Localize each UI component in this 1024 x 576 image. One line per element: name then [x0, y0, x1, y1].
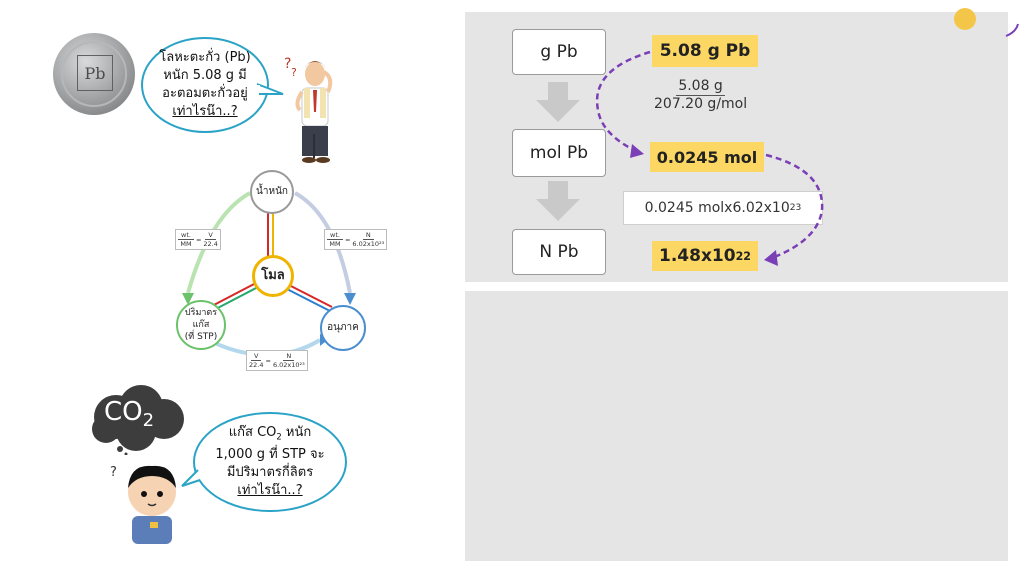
bf-b-den: 6.02x10²³ [272, 361, 305, 369]
lf-b-den: 22.4 [203, 240, 218, 248]
highlight-mass: 5.08 g Pb [652, 35, 758, 67]
rf-a-den: MM [329, 240, 341, 248]
svg-text:?: ? [110, 465, 117, 480]
rf-b-den: 6.02x10²³ [352, 240, 385, 248]
logo-fragment [954, 8, 976, 30]
lead-coin: Pb [53, 33, 135, 115]
co2-question-bubble: แก๊ส CO2 หนัก 1,000 g ที่ STP จะ มีปริมา… [193, 412, 347, 512]
mole-particle-node: อนุภาค [320, 305, 366, 351]
down-arrow-1 [536, 82, 580, 122]
co2-cloud-icon [92, 385, 184, 455]
mole-weight-label: น้ำหนัก [256, 186, 288, 197]
boy-illustration: ? [110, 465, 176, 544]
bf-a-den: 22.4 [249, 361, 264, 369]
pb-question-line4: เท่าไรน๊า..? [172, 104, 238, 119]
pb-question-line2: หนัก 5.08 g มี [163, 68, 247, 83]
lf-b-num: V [205, 231, 216, 240]
mole-gas-label-2: (ที่ STP) [184, 332, 218, 342]
co2-cloud-text: CO2 [104, 397, 154, 431]
svg-text:?: ? [284, 56, 291, 72]
pb-question-line3: อะตอมตะกั่วอยู่ [162, 86, 248, 101]
mass-to-mol-fraction: 5.08 g 207.20 g/mol [654, 78, 747, 113]
co2-question-line3: มีปริมาตรกี่ลิตร [226, 464, 314, 480]
mole-weight-node: น้ำหนัก [250, 170, 294, 214]
pb-bubble-tail [255, 83, 284, 95]
mole-center-node: โมล [252, 255, 294, 297]
fraction-denominator: 207.20 g/mol [654, 96, 748, 112]
flow-box-g-pb: g Pb [512, 29, 606, 75]
bf-a-num: V [251, 352, 262, 361]
rf-eq: = [344, 235, 351, 244]
flow-box-mol-pb: mol Pb [512, 129, 606, 177]
svg-text:?: ? [291, 66, 297, 79]
bf-eq: = [265, 356, 271, 365]
mole-gas-volume-node: ปริมาตรแก๊ส (ที่ STP) [176, 300, 226, 350]
flow-box-n-pb: N Pb [512, 229, 606, 275]
empty-answer-panel [465, 291, 1008, 561]
mole-particle-label: อนุภาค [327, 322, 359, 333]
co2-bubble-tail [181, 469, 201, 487]
highlight-mol: 0.0245 mol [650, 142, 764, 172]
pb-question-line1: โลหะตะกั่ว (Pb) [159, 50, 251, 65]
thinking-man-illustration: ? ? [284, 56, 333, 163]
mole-center-label: โมล [261, 268, 285, 283]
down-arrow-2 [536, 181, 580, 221]
co2-question-line2: 1,000 g ที่ STP จะ [215, 446, 325, 462]
mole-gas-label-1: ปริมาตรแก๊ส [184, 308, 218, 330]
rf-b-num: N [362, 231, 374, 240]
co2-question-line4: เท่าไรน๊า..? [237, 482, 303, 498]
lf-eq: = [195, 235, 202, 244]
pb-question-bubble: โลหะตะกั่ว (Pb) หนัก 5.08 g มี อะตอมตะกั… [141, 37, 269, 133]
coin-symbol: Pb [77, 55, 113, 91]
bf-b-num: N [283, 352, 295, 361]
co2-formula-sub: 2 [142, 410, 155, 432]
co2-formula: CO [104, 397, 143, 427]
fraction-numerator: 5.08 g [676, 78, 725, 96]
logo-swoosh [1005, 23, 1019, 37]
rf-a-num: wt. [327, 231, 343, 240]
dashed-arrows [595, 50, 824, 266]
lf-a-num: wt. [178, 231, 194, 240]
co2-question-line1: แก๊ส CO2 หนัก [228, 425, 312, 442]
lf-a-den: MM [180, 240, 192, 248]
